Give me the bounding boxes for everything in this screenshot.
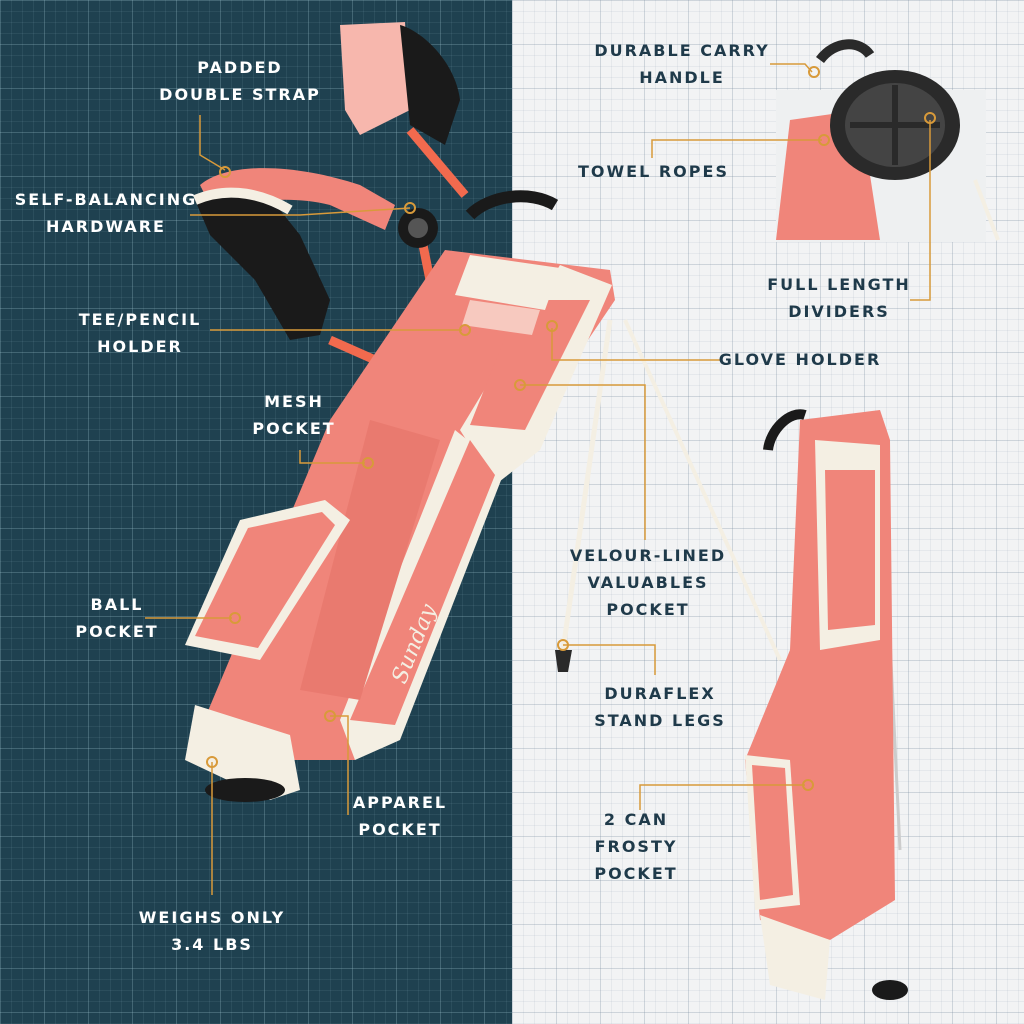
leader-velour-pocket <box>520 384 646 540</box>
callout-mesh-pocket: MESH POCKET <box>252 392 336 438</box>
strap-pad-inner <box>195 194 330 340</box>
leader-frosty-pocket <box>639 784 805 810</box>
main-golf-bag: Sunday <box>185 22 782 802</box>
strap-webbing-1 <box>406 127 469 198</box>
bag-handle <box>465 190 559 220</box>
stand-leg-left <box>560 319 613 651</box>
callout-padded-strap: PADDED DOUBLE STRAP <box>159 58 321 104</box>
callout-tee-pencil: TEE/PENCIL HOLDER <box>78 310 202 356</box>
callout-self-balancing: SELF-BALANCING HARDWARE <box>14 190 198 236</box>
bag-foot <box>205 778 285 802</box>
strap-upper <box>340 22 410 135</box>
leader-towel-ropes <box>651 139 822 158</box>
valuables-pocket-panel <box>470 300 590 430</box>
side-bag-handle <box>763 409 807 451</box>
bag-top-inset <box>776 39 1000 242</box>
callout-ball-pocket: BALL POCKET <box>75 595 159 641</box>
mesh-pocket <box>300 420 440 700</box>
side-golf-bag <box>745 409 908 1000</box>
callout-velour-pocket: VELOUR-LINED VALUABLES POCKET <box>569 546 727 619</box>
leader-glove-holder <box>551 328 720 361</box>
callout-stand-legs: DURAFLEX STAND LEGS <box>594 684 726 730</box>
frosty-pocket <box>752 765 793 900</box>
leader-mesh-pocket <box>299 450 365 464</box>
leader-lines <box>145 63 931 895</box>
ball-pocket <box>195 512 335 648</box>
callout-towel-ropes: TOWEL ROPES <box>578 162 729 181</box>
callout-glove-holder: GLOVE HOLDER <box>718 350 882 369</box>
callout-dividers: FULL LENGTH DIVIDERS <box>767 275 911 321</box>
strap-trim <box>193 187 293 215</box>
callout-dots <box>206 66 936 791</box>
bag-collar <box>455 255 560 310</box>
leader-dividers <box>910 120 931 301</box>
leader-self-balancing <box>190 207 411 216</box>
strap-pad-top <box>200 168 395 230</box>
leader-stand-legs <box>563 644 656 675</box>
callout-apparel-pocket: APPAREL POCKET <box>352 793 448 839</box>
tee-holder-strip <box>462 300 540 335</box>
strap-upper-back <box>400 25 460 145</box>
bag-base <box>185 705 300 800</box>
leader-carry-handle <box>770 63 813 73</box>
inset-handle <box>816 39 875 64</box>
callout-frosty-pocket: 2 CAN FROSTY POCKET <box>594 810 678 883</box>
stand-leg-right <box>623 319 782 661</box>
leader-padded-strap <box>199 115 226 171</box>
leg-foot <box>555 650 572 672</box>
side-bag-base <box>760 915 830 1000</box>
callout-weighs: WEIGHS ONLY 3.4 LBS <box>138 908 286 954</box>
callout-carry-handle: DURABLE CARRY HANDLE <box>594 41 770 87</box>
